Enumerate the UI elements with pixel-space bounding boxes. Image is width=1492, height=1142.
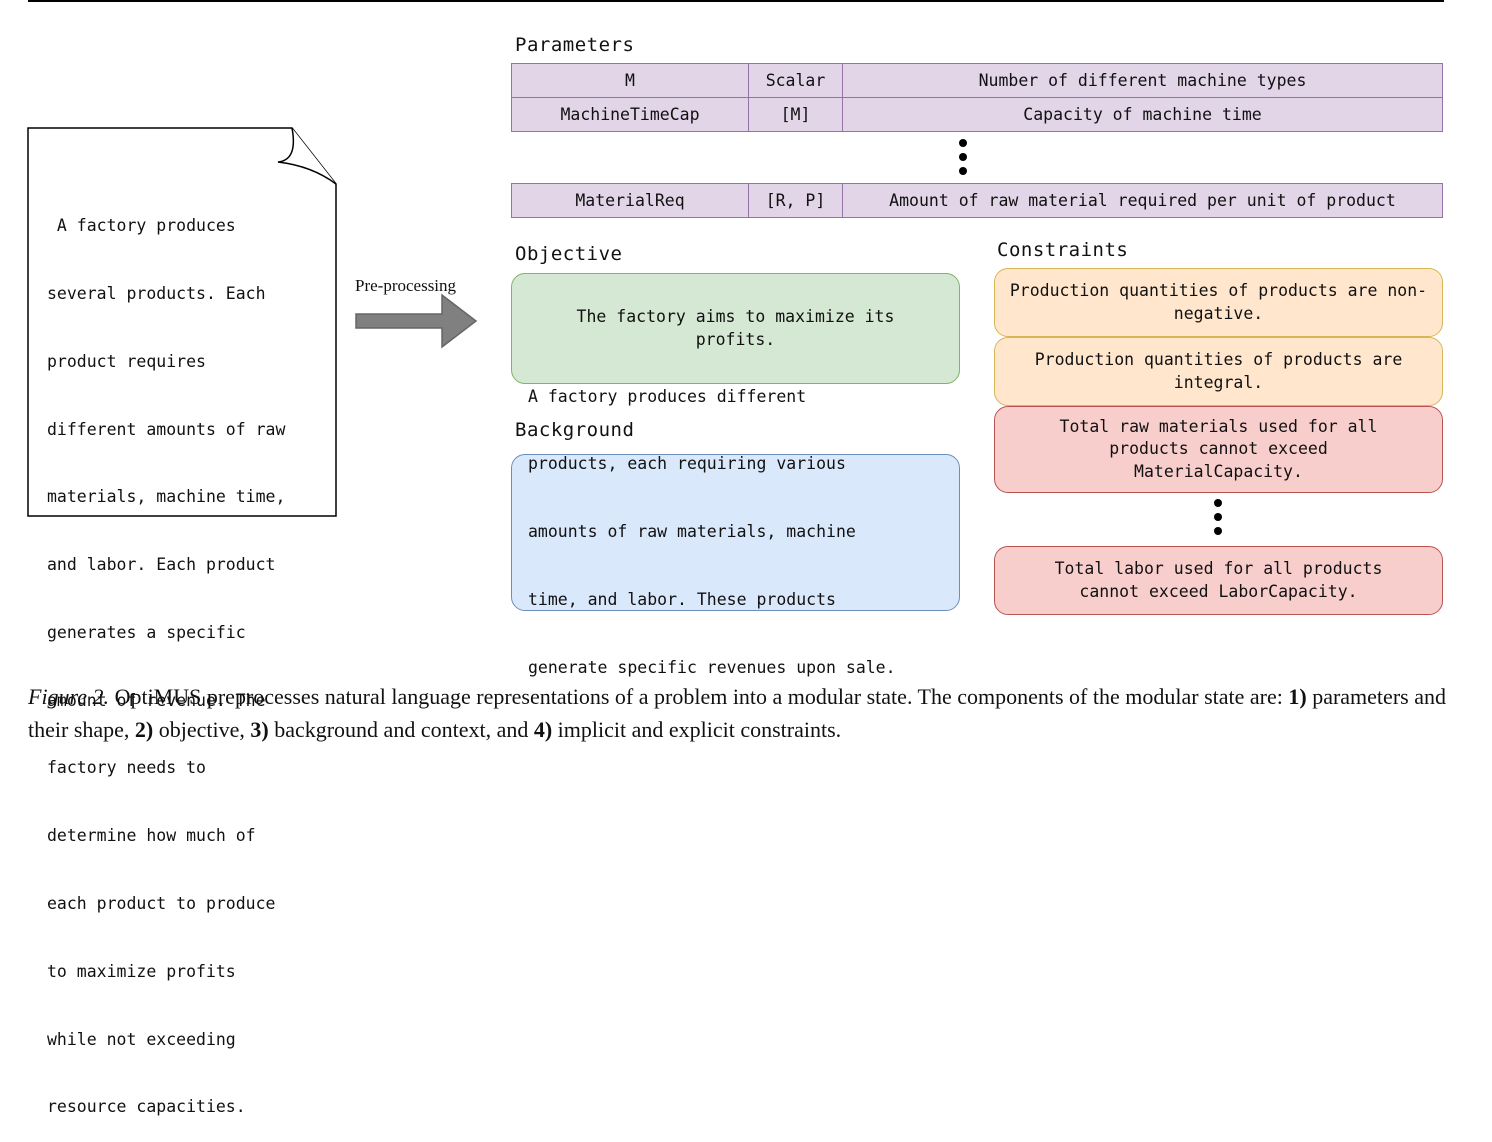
background-text: A factory produces different products, e… xyxy=(528,340,896,724)
constraint-text: Total raw materials used for all product… xyxy=(1059,416,1378,481)
figure-caption: Figure 2. OptiMUS preprocesses natural l… xyxy=(28,680,1448,746)
parameter-description: Capacity of machine time xyxy=(1023,105,1262,124)
input-line: materials, machine time, xyxy=(47,487,286,507)
objective-heading: Objective xyxy=(515,243,623,265)
background-line: A factory produces different xyxy=(528,386,807,406)
parameter-row: M Scalar Number of different machine typ… xyxy=(511,63,1443,98)
parameter-description: Number of different machine types xyxy=(978,71,1307,90)
constraints-heading: Constraints xyxy=(997,239,1129,261)
input-line: and labor. Each product xyxy=(47,555,276,575)
input-line: A factory produces xyxy=(47,216,236,236)
input-problem-text: A factory produces several products. Eac… xyxy=(47,170,327,1142)
parameter-row: MaterialReq [R, P] Amount of raw materia… xyxy=(511,183,1443,218)
caption-text: background and context, and xyxy=(268,717,534,742)
parameters-heading: Parameters xyxy=(515,34,635,56)
input-line: amount of revenue. The xyxy=(47,690,266,710)
caption-text: OptiMUS preprocesses natural language re… xyxy=(109,684,1289,709)
parameter-shape: Scalar xyxy=(749,64,843,97)
background-line: products, each requiring various xyxy=(528,454,846,474)
parameter-name: MaterialReq xyxy=(512,184,749,217)
figure-label: Figure 2. xyxy=(28,684,110,709)
objective-box: The factory aims to maximize its profits… xyxy=(511,273,960,384)
background-box: A factory produces different products, e… xyxy=(511,387,960,677)
constraint-text: Production quantities of products are no… xyxy=(1009,280,1428,323)
parameter-name: MachineTimeCap xyxy=(512,98,749,131)
caption-text: objective, xyxy=(153,717,251,742)
input-line: different amounts of raw xyxy=(47,419,286,439)
input-line: to maximize profits xyxy=(47,961,236,981)
parameter-row: MachineTimeCap [M] Capacity of machine t… xyxy=(511,97,1443,132)
input-line: while not exceeding xyxy=(47,1029,236,1049)
background-heading: Background xyxy=(515,419,635,441)
caption-number: 2) xyxy=(134,717,154,742)
parameter-shape: [M] xyxy=(749,98,843,131)
arrow-label: Pre-processing xyxy=(355,276,457,295)
constraint-box: Total raw materials used for all product… xyxy=(994,406,1443,493)
background-line: time, and labor. These products xyxy=(528,589,836,609)
ellipsis-dots-icon xyxy=(957,139,969,175)
input-line: resource capacities. xyxy=(47,1097,246,1117)
constraint-text: Total labor used for all products cannot… xyxy=(1054,558,1383,601)
objective-text: The factory aims to maximize its profits… xyxy=(576,306,895,349)
parameter-shape: [R, P] xyxy=(749,184,843,217)
caption-text: implicit and explicit constraints. xyxy=(552,717,842,742)
caption-number: 4) xyxy=(533,717,553,742)
constraint-box: Production quantities of products are in… xyxy=(994,337,1443,406)
top-rule xyxy=(28,0,1444,2)
caption-number: 3) xyxy=(250,717,269,742)
input-line: several products. Each xyxy=(47,283,266,303)
background-line: generate specific revenues upon sale. xyxy=(528,657,896,677)
ellipsis-dots-icon xyxy=(1212,499,1224,535)
parameter-name: M xyxy=(512,64,749,97)
caption-number: 1) xyxy=(1288,684,1307,709)
input-line: generates a specific xyxy=(47,622,246,642)
input-line: each product to produce xyxy=(47,894,276,913)
input-line: factory needs to xyxy=(47,758,206,778)
constraint-text: Production quantities of products are in… xyxy=(1034,349,1403,392)
background-line: amounts of raw materials, machine xyxy=(528,522,856,542)
caption-text: parameters and their shape, xyxy=(28,684,1446,742)
right-arrow-icon xyxy=(355,293,478,349)
parameter-description: Amount of raw material required per unit… xyxy=(889,191,1396,210)
input-line: product requires xyxy=(47,351,206,371)
input-line: determine how much of xyxy=(47,826,256,846)
constraint-box: Production quantities of products are no… xyxy=(994,268,1443,337)
constraint-box: Total labor used for all products cannot… xyxy=(994,546,1443,615)
